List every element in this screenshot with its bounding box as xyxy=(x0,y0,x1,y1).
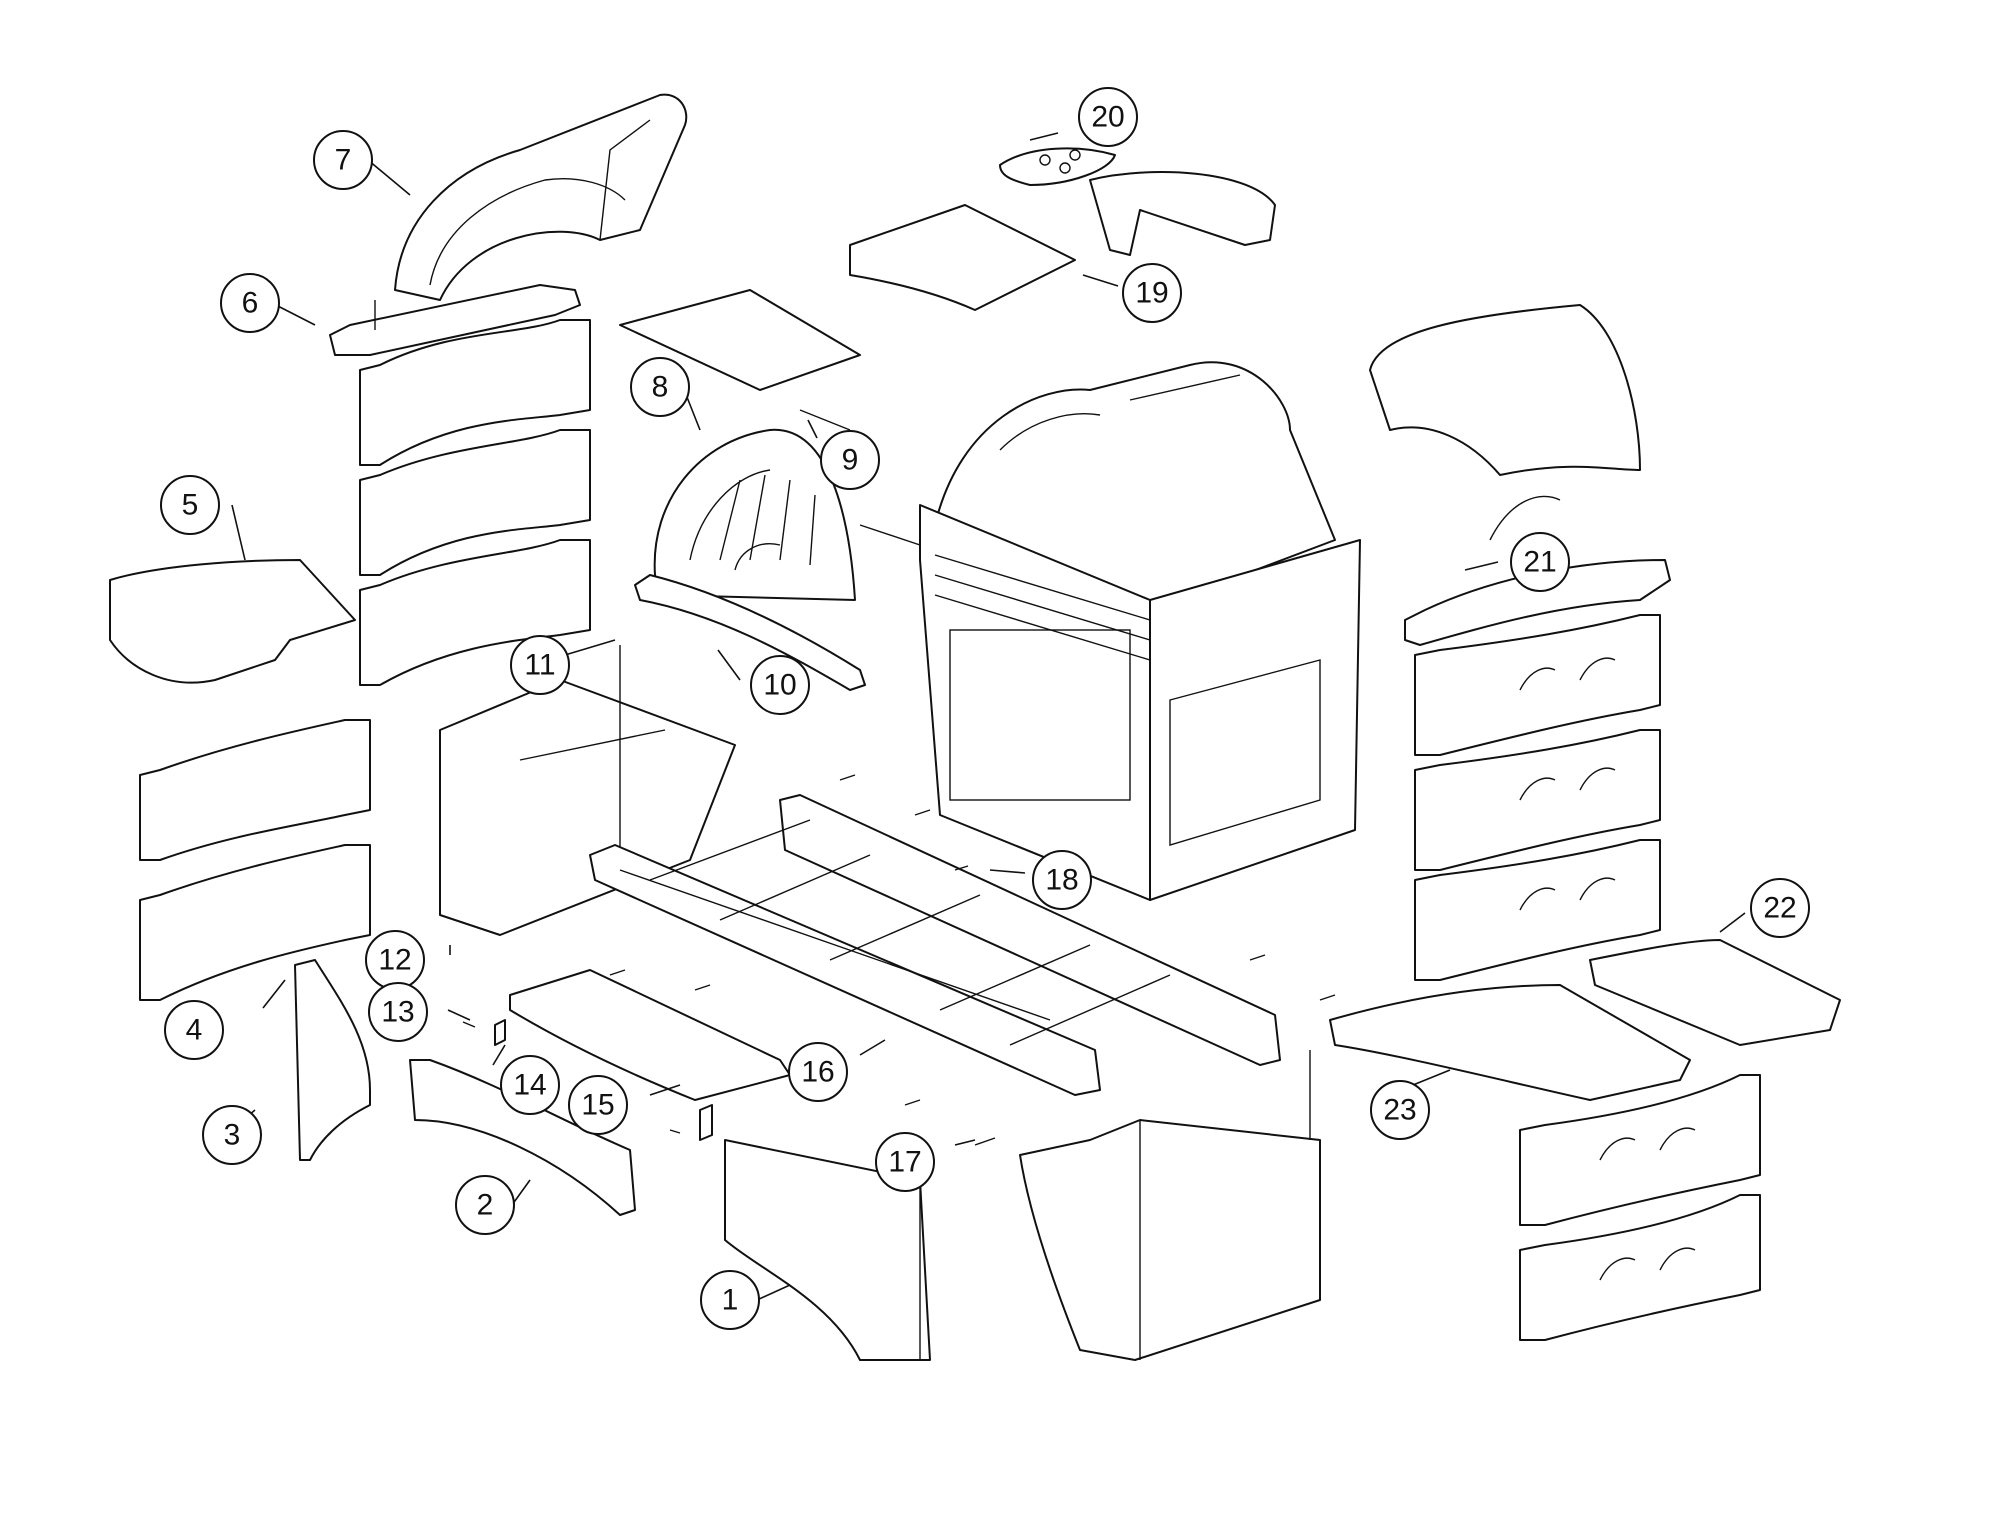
part-19-top-covers xyxy=(849,171,1276,311)
callout-11: 11 xyxy=(510,635,570,695)
part-16-base-frame xyxy=(589,794,1281,1096)
svg-text:6: 6 xyxy=(242,287,259,320)
part-8-top-plate xyxy=(619,289,861,391)
callout-10: 10 xyxy=(750,655,810,715)
callout-5: 5 xyxy=(160,475,220,535)
part-17-screws xyxy=(904,1099,996,1146)
part-22-right-hearth-slab xyxy=(1589,939,1841,1046)
svg-text:16: 16 xyxy=(801,1056,834,1089)
svg-text:21: 21 xyxy=(1523,546,1556,579)
right-lower-side-panel xyxy=(1019,1050,1321,1361)
part-2-lower-front-fascia xyxy=(409,1059,636,1216)
leader-lines xyxy=(231,132,1746,1301)
svg-text:23: 23 xyxy=(1383,1094,1416,1127)
callout-15: 15 xyxy=(568,1075,628,1135)
svg-text:14: 14 xyxy=(513,1069,546,1102)
svg-text:15: 15 xyxy=(581,1089,614,1122)
callout-13: 13 xyxy=(368,982,428,1042)
part-20-top-plate xyxy=(999,147,1116,186)
callout-8: 8 xyxy=(630,357,690,417)
svg-text:22: 22 xyxy=(1763,892,1796,925)
part-8-arched-louvre xyxy=(653,428,856,601)
part-13-screws xyxy=(462,969,711,1134)
right-decorative-panel-stack xyxy=(1414,614,1661,981)
part-15-hearth-base xyxy=(509,969,791,1101)
part-21-right-mantle xyxy=(1404,559,1671,646)
lower-right-decorative-panels xyxy=(1519,1074,1761,1341)
svg-text:11: 11 xyxy=(524,649,555,682)
part-18-screws xyxy=(839,774,1336,1001)
svg-text:9: 9 xyxy=(842,444,859,477)
part-23-right-hearth-base xyxy=(1329,984,1691,1101)
part-9-rod xyxy=(799,409,921,546)
svg-text:19: 19 xyxy=(1135,277,1168,310)
part-4-lower-left-curved-panels xyxy=(139,719,371,1001)
part-21-right-arched-cover xyxy=(1369,304,1641,541)
part-5-left-hearth-slab xyxy=(109,559,356,684)
callout-1: 1 xyxy=(700,1270,760,1330)
svg-text:17: 17 xyxy=(888,1146,921,1179)
part-10-arched-trim xyxy=(634,574,866,691)
callout-14: 14 xyxy=(500,1055,560,1115)
upper-left-curved-panel-stack xyxy=(359,319,591,686)
callout-12: 12 xyxy=(365,930,425,990)
callout-17: 17 xyxy=(875,1132,935,1192)
fireplace-insert-firebox xyxy=(919,361,1361,901)
svg-text:18: 18 xyxy=(1045,864,1078,897)
callout-7: 7 xyxy=(313,130,373,190)
svg-text:3: 3 xyxy=(224,1119,241,1152)
callout-22: 22 xyxy=(1750,878,1810,938)
callout-4: 4 xyxy=(164,1000,224,1060)
svg-text:13: 13 xyxy=(381,996,414,1029)
part-14-bracket xyxy=(494,1019,713,1141)
svg-text:12: 12 xyxy=(378,944,411,977)
callout-21: 21 xyxy=(1510,532,1570,592)
callout-16: 16 xyxy=(788,1042,848,1102)
svg-text:10: 10 xyxy=(763,669,796,702)
svg-text:4: 4 xyxy=(186,1014,203,1047)
callout-18: 18 xyxy=(1032,850,1092,910)
callout-20: 20 xyxy=(1078,87,1138,147)
svg-text:2: 2 xyxy=(477,1189,494,1222)
svg-text:5: 5 xyxy=(182,489,199,522)
part-7-arched-top-cover xyxy=(394,93,688,301)
callout-9: 9 xyxy=(820,430,880,490)
svg-text:7: 7 xyxy=(335,144,352,177)
callout-19: 19 xyxy=(1122,263,1182,323)
svg-text:1: 1 xyxy=(722,1284,739,1317)
svg-text:8: 8 xyxy=(652,371,669,404)
callout-23: 23 xyxy=(1370,1080,1430,1140)
svg-text:20: 20 xyxy=(1091,101,1124,134)
callout-2: 2 xyxy=(455,1175,515,1235)
part-3-left-side-panel xyxy=(294,959,371,1161)
callout-6: 6 xyxy=(220,273,280,333)
part-6-top-mantle xyxy=(329,284,581,356)
callout-3: 3 xyxy=(202,1105,262,1165)
part-1-front-left-panel xyxy=(724,1139,931,1361)
